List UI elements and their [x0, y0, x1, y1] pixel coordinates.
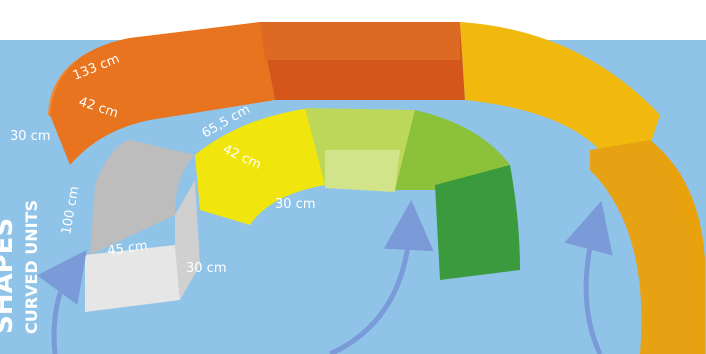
- arrow-center: [328, 200, 434, 354]
- outer-segment-3: [460, 22, 660, 150]
- side-title: SHAPES CURVED UNITS: [0, 200, 41, 334]
- inner-segment-1-front: [85, 245, 180, 312]
- inner-segment-2: [195, 108, 325, 225]
- outer-segment-1: [50, 22, 275, 165]
- inner-segment-1-top: [90, 140, 195, 255]
- label-outer-height: 30 cm: [10, 129, 51, 144]
- arrow-right: [564, 200, 613, 354]
- arrow-left: [37, 249, 87, 354]
- label-end-depth: 30 cm: [186, 261, 227, 276]
- side-title-line2: CURVED UNITS: [22, 200, 41, 334]
- label-inner-height: 30 cm: [275, 197, 316, 212]
- label-end-width: 45 cm: [106, 238, 148, 258]
- side-title-line1: SHAPES: [0, 218, 19, 334]
- outer-segment-4-face: [590, 140, 700, 354]
- inner-segment-5: [435, 165, 520, 280]
- outer-segment-2-top: [260, 22, 460, 60]
- inner-segment-3-front: [325, 150, 400, 192]
- inner-segment-4: [395, 110, 510, 190]
- inner-segment-1-side: [175, 180, 200, 300]
